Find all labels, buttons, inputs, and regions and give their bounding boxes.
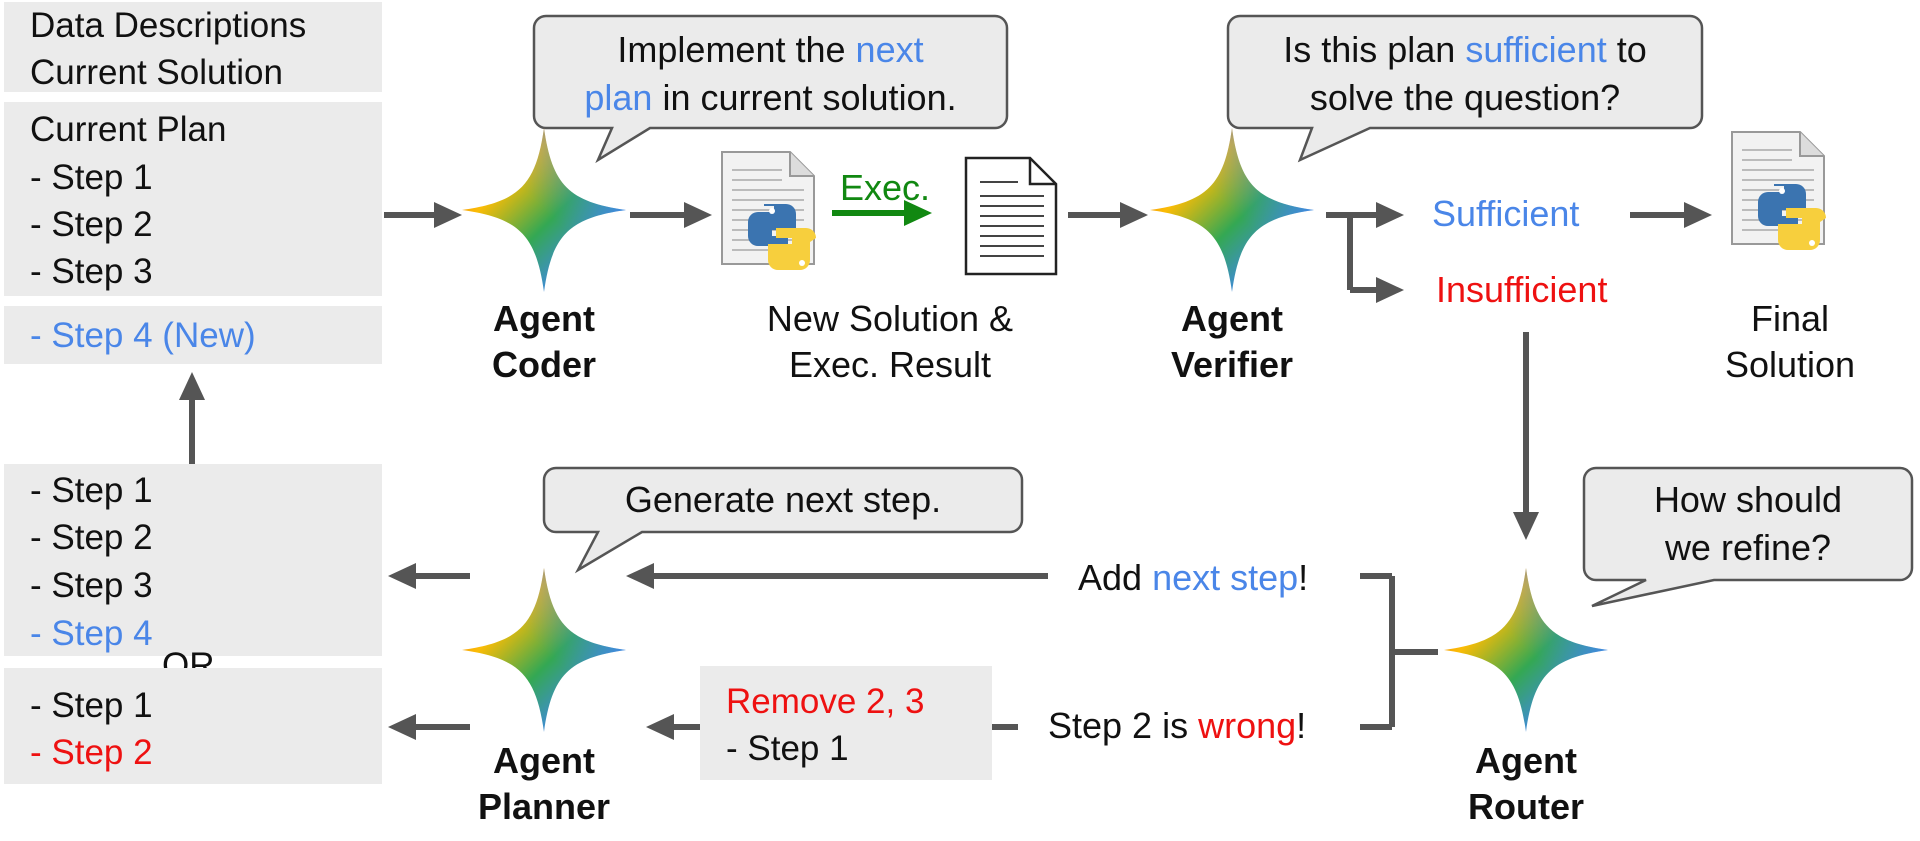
exec-arrow-label: Exec. (840, 167, 931, 208)
bubble-text-part: How should (1653, 479, 1843, 520)
planner-bubble-text: Generate next step. (624, 479, 942, 520)
bubble-text-part: in current solution. (662, 77, 957, 118)
remove-box (700, 666, 992, 780)
coder-bubble-text: Implement the next plan in current solut… (534, 26, 1007, 122)
coder-bubble (532, 14, 1009, 164)
verifier-bubble-text: Is this plan sufficient to solve the que… (1228, 26, 1702, 122)
data-descriptions-label: Data Descriptions (30, 6, 307, 45)
remove-step-remaining: - Step 1 (726, 729, 849, 768)
verifier-sparkle-icon (1150, 128, 1314, 292)
plan-step-wrong: - Step 2 (30, 733, 153, 772)
plan-step: - Step 1 (30, 471, 153, 510)
new-step-label: - Step 4 (New) (30, 316, 256, 355)
new-solution-caption: New Solution &Exec. Result (766, 298, 1014, 385)
current-solution-label: Current Solution (30, 53, 283, 92)
verifier-bubble (1226, 14, 1704, 163)
plan-step: - Step 1 (30, 158, 153, 197)
bubble-text-part: to (1616, 29, 1647, 70)
plan-step: - Step 3 (30, 252, 153, 291)
bubble-text-part: solve the question? (1309, 77, 1621, 118)
plan-step: - Step 1 (30, 686, 153, 725)
planner-bubble (542, 466, 1024, 574)
added-plan-box (4, 464, 382, 656)
plan-step: - Step 2 (30, 205, 153, 244)
bubble-text-part: Implement the (617, 29, 846, 70)
insufficient-label: Insufficient (1436, 269, 1608, 310)
bubble-highlight: sufficient (1465, 29, 1607, 70)
plan-step: - Step 2 (30, 518, 153, 557)
add-next-step-label: Add next step! (1078, 557, 1309, 598)
router-bubble (1582, 466, 1914, 608)
sufficient-label: Sufficient (1432, 193, 1580, 234)
new-step-box (4, 306, 382, 364)
plan-step: - Step 3 (30, 566, 153, 605)
document-icon (964, 156, 1058, 276)
removed-plan-box (4, 668, 382, 784)
router-sparkle-icon (1444, 568, 1608, 732)
bubble-highlight: next (855, 29, 924, 70)
current-plan-box (4, 102, 382, 296)
router-bubble-text: How should we refine? (1584, 476, 1912, 572)
bubble-text-part: Is this plan (1283, 29, 1456, 70)
bubble-highlight: plan (584, 77, 653, 118)
current-plan-title: Current Plan (30, 110, 227, 149)
step-wrong-label: Step 2 is wrong! (1048, 705, 1307, 746)
python-file-icon (721, 151, 817, 271)
final-python-file-icon (1731, 131, 1827, 251)
remove-label: Remove 2, 3 (726, 682, 925, 721)
data-box (4, 2, 382, 92)
planner-sparkle-icon (462, 568, 626, 732)
bubble-text-part: we refine? (1664, 527, 1832, 568)
plan-step-new: - Step 4 (30, 614, 153, 653)
